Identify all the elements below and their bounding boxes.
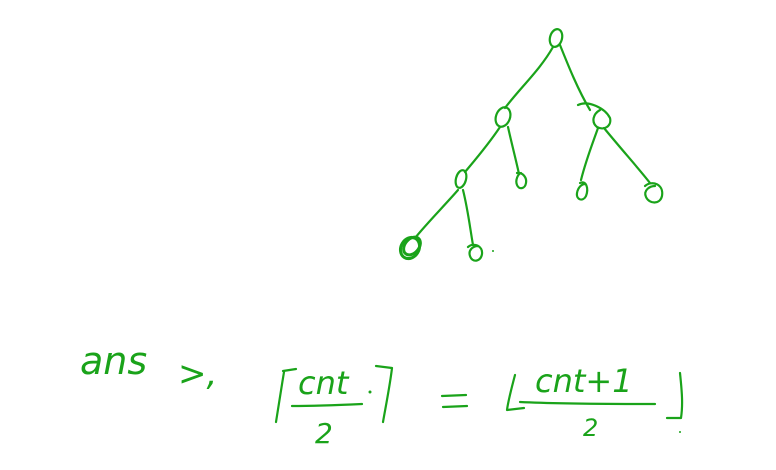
floor-fraction-bar	[518, 400, 657, 406]
floor-numerator: cnt+1	[535, 362, 633, 400]
floor-left-bracket	[505, 373, 526, 412]
tree-edge	[579, 126, 600, 182]
ceil-left-bracket	[274, 367, 298, 424]
tree-edge	[558, 43, 592, 112]
tree-edge	[602, 126, 652, 185]
binary-tree-sketch	[398, 28, 664, 262]
formula: ans >, cnt 2 = cnt+1 2	[0, 0, 684, 450]
ceil-dot	[368, 390, 372, 394]
tree-node	[454, 169, 468, 189]
tree-node	[576, 102, 612, 130]
stray-dot	[492, 250, 494, 252]
formula-equals: =	[0, 0, 1, 1]
tree-edge	[503, 45, 555, 110]
ceil-denominator: 2	[315, 417, 333, 450]
tree-node	[515, 171, 528, 190]
tree-node	[398, 235, 422, 261]
tree-edge	[461, 188, 475, 247]
tree-node	[548, 28, 564, 48]
tree-node	[643, 182, 664, 204]
ceil-numerator: cnt	[298, 364, 350, 402]
tree-edge	[413, 188, 460, 240]
tree-node	[466, 243, 484, 262]
floor-right-bracket	[665, 371, 684, 420]
floor-denominator: 2	[583, 414, 598, 442]
tree-edge	[463, 125, 502, 174]
ceil-right-bracket	[374, 364, 394, 424]
equals-sign	[440, 393, 469, 409]
stray-dot	[679, 431, 681, 433]
ceil-fraction-bar	[290, 402, 364, 408]
formula-relation: >,	[178, 354, 217, 394]
tree-node	[494, 106, 512, 128]
tree-node	[575, 181, 589, 201]
tree-edge	[506, 125, 521, 176]
formula-ans: ans	[80, 339, 147, 383]
